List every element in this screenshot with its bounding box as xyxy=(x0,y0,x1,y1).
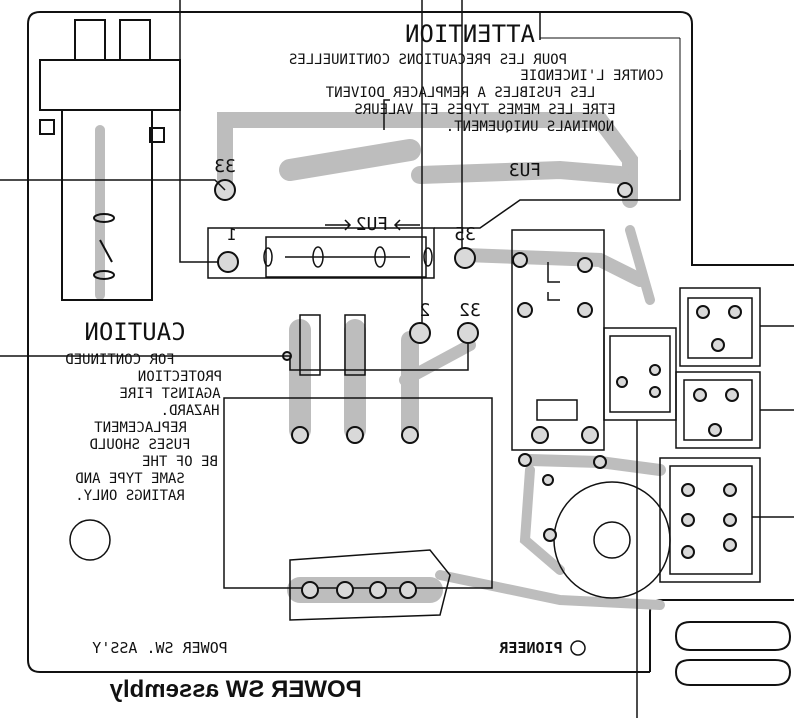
attention-notice: ATTENTION POUR LES PRECAUTIONS CONTINUEL… xyxy=(289,20,681,150)
caution-line-3: AGAINST FIRE xyxy=(119,386,220,402)
caution-line-6: FUSES SHOULD xyxy=(89,437,190,453)
figure-caption: POWER SW assembly xyxy=(109,676,362,703)
caution-line-9: RATINGS ONLY. xyxy=(75,488,185,504)
board-name: POWER SW. ASS'Y xyxy=(92,639,227,657)
attention-line-3: LES FUSIBLES A REMPLACER DOIVENT xyxy=(325,85,595,101)
attention-heading: ATTENTION xyxy=(405,20,535,48)
cord-clamp xyxy=(39,19,181,301)
caution-line-4: HAZARD. xyxy=(160,403,219,419)
copper-traces xyxy=(95,112,666,610)
label-pin35: 35 xyxy=(454,224,476,245)
mounting-slots xyxy=(674,621,792,686)
attention-line-1: POUR LES PRECAUTIONS CONTINUELLES xyxy=(289,52,567,68)
label-fu3: FU3 xyxy=(509,160,542,181)
caution-line-2: PROTECTION xyxy=(138,369,222,385)
label-pin2: 2 xyxy=(420,300,431,321)
caution-line-7: BE OF THE xyxy=(142,454,218,470)
caution-line-1: FOR CONTINUED xyxy=(65,352,175,368)
pioneer-logo-icon xyxy=(570,640,586,656)
attention-line-4: ETRE LES MEMES TYPES ET VALEURS xyxy=(354,102,615,118)
board-silkscreen-bottom: POWER SW. ASS'Y PIONEER xyxy=(92,639,586,657)
label-pin33: 33 xyxy=(214,156,236,177)
fuse-fu2 xyxy=(207,227,435,279)
component-labels: FU3 FU2 33 1 35 2 32 xyxy=(214,156,541,321)
attention-line-2: CONTRE L'INCENDIE xyxy=(520,68,663,84)
brand-name: PIONEER xyxy=(498,639,562,657)
caution-notice: CAUTION FOR CONTINUED PROTECTION AGAINST… xyxy=(65,318,222,504)
caution-line-8: SAME TYPE AND xyxy=(75,471,185,487)
caution-heading: CAUTION xyxy=(84,318,185,346)
connectors-right xyxy=(603,287,761,583)
label-pin1: 1 xyxy=(227,225,237,244)
label-pin32: 32 xyxy=(459,300,481,321)
caution-line-5: REPLACEMENT xyxy=(94,420,187,436)
attention-line-5: NOMINALS UNIQUEMENT. xyxy=(446,119,615,135)
transformer-outline xyxy=(223,314,493,589)
label-fu2: FU2 xyxy=(356,214,389,235)
terminal-block xyxy=(289,549,451,621)
